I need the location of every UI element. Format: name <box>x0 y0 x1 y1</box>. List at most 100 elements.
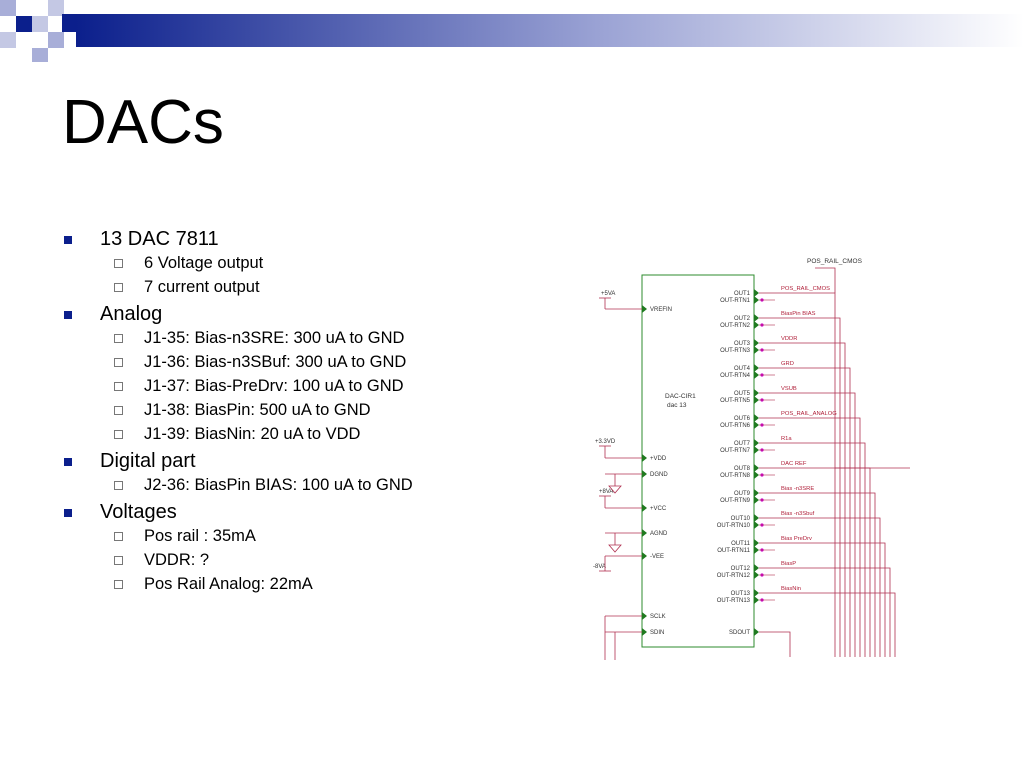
return-pin-label: OUT-RTN6 <box>720 423 751 429</box>
left-pins: VREFIN+VDDDGND+VCCAGND-VEESCLKSDIN+5VA+3… <box>593 291 672 660</box>
bullet-text: 13 DAC 7811 <box>100 228 219 250</box>
sub-bullet-item: Pos rail : 35mA <box>62 524 532 548</box>
pin-arrow-icon <box>754 296 759 304</box>
net-label: GRD <box>781 361 794 367</box>
pin-arrow-icon <box>754 321 759 329</box>
net-label: DAC REF <box>781 461 807 467</box>
dac-schematic: DAC-CIR1 dac 13 POS_RAIL_CMOS VREFIN+VDD… <box>593 258 910 660</box>
output-pins: OUT1OUT-RTN1POS_RAIL_CMOSOUT2OUT-RTN2Bia… <box>717 267 910 657</box>
pin-arrow-icon <box>642 612 647 620</box>
return-pin-label: OUT-RTN3 <box>720 348 751 354</box>
sub-bullet-text: J1-39: BiasNin: 20 uA to VDD <box>144 425 361 443</box>
pin-arrow-icon <box>754 564 759 572</box>
sub-bullet-item: J1-36: Bias-n3SBuf: 300 uA to GND <box>62 350 532 374</box>
pin-arrow-icon <box>642 504 647 512</box>
pin-arrow-icon <box>754 628 759 636</box>
hollow-square-bullet-icon <box>114 481 123 490</box>
deco-square <box>0 0 16 16</box>
return-pin-label: OUT-RTN2 <box>720 323 751 329</box>
signal-wire <box>759 592 896 657</box>
signal-wire <box>759 417 861 657</box>
sub-bullet-item: 6 Voltage output <box>62 251 532 275</box>
pin-arrow-icon <box>754 589 759 597</box>
bullet-item: Analog <box>62 302 532 326</box>
sub-bullet-text: Pos Rail Analog: 22mA <box>144 575 313 593</box>
sub-bullet-text: J2-36: BiasPin BIAS: 100 uA to GND <box>144 476 413 494</box>
output-pin-label: OUT12 <box>731 566 751 572</box>
pin-arrow-icon <box>754 314 759 322</box>
pin-arrow-icon <box>754 389 759 397</box>
sub-bullet-text: J1-35: Bias-n3SRE: 300 uA to GND <box>144 329 405 347</box>
sub-bullet-item: J2-36: BiasPin BIAS: 100 uA to GND <box>62 473 532 497</box>
net-label: POS_RAIL_CMOS <box>781 286 830 292</box>
sdout-pin: SDOUT <box>729 628 791 657</box>
pin-arrow-icon <box>754 489 759 497</box>
output-pin-label: OUT4 <box>734 366 751 372</box>
sub-bullet-item: J1-38: BiasPin: 500 uA to GND <box>62 398 532 422</box>
return-pin-label: OUT-RTN11 <box>717 548 750 554</box>
ground-icon <box>608 474 622 494</box>
pin-arrow-icon <box>754 439 759 447</box>
pin-arrow-icon <box>754 539 759 547</box>
signal-wire <box>759 567 891 657</box>
signal-wire <box>759 317 841 657</box>
hollow-square-bullet-icon <box>114 358 123 367</box>
deco-square <box>48 0 64 16</box>
bullet-item: Digital part <box>62 449 532 473</box>
pin-arrow-icon <box>754 414 759 422</box>
pin-arrow-icon <box>642 529 647 537</box>
hollow-square-bullet-icon <box>114 580 123 589</box>
left-pin: +VDD <box>605 454 667 462</box>
pin-arrow-icon <box>754 471 759 479</box>
sub-bullet-item: J1-39: BiasNin: 20 uA to VDD <box>62 422 532 446</box>
signal-wire <box>759 492 876 657</box>
signal-wire <box>759 467 871 657</box>
pin-arrow-icon <box>754 514 759 522</box>
supply-label: -8VA <box>593 564 606 570</box>
chip-name-label: DAC-CIR1 <box>665 393 696 400</box>
output-pin-label: OUT9 <box>734 491 751 497</box>
pin-arrow-icon <box>754 596 759 604</box>
sub-bullet-item: Pos Rail Analog: 22mA <box>62 572 532 596</box>
sub-bullet-text: J1-37: Bias-PreDrv: 100 uA to GND <box>144 377 404 395</box>
return-pin-label: OUT-RTN12 <box>717 573 751 579</box>
left-pin: -VEE <box>605 552 664 560</box>
sub-bullet-item: 7 current output <box>62 275 532 299</box>
net-label: Bias PreDrv <box>781 536 812 542</box>
pin-arrow-icon <box>754 396 759 404</box>
supply-node: +5VA <box>599 291 615 309</box>
supply-label: +8VA <box>599 489 613 495</box>
header-gradient-band <box>76 14 1024 47</box>
sub-bullet-item: VDDR: ? <box>62 548 532 572</box>
pin-arrow-icon <box>754 521 759 529</box>
pin-arrow-icon <box>754 339 759 347</box>
left-pin: SDIN <box>605 628 664 636</box>
pin-arrow-icon <box>754 371 759 379</box>
return-pin-label: OUT-RTN5 <box>720 398 751 404</box>
hollow-square-bullet-icon <box>114 283 123 292</box>
supply-label: +5VA <box>601 291 615 297</box>
deco-square <box>16 0 32 16</box>
hollow-square-bullet-icon <box>114 556 123 565</box>
output-pin-label: OUT1 <box>734 291 751 297</box>
top-rail-wire <box>815 267 836 293</box>
left-pin-label: +VDD <box>650 456 667 462</box>
output-pin-label: OUT10 <box>731 516 751 522</box>
deco-square <box>32 16 48 32</box>
net-label: BiasNin <box>781 586 801 592</box>
slide-title: DACs <box>62 88 224 157</box>
top-net-label: POS_RAIL_CMOS <box>807 258 863 265</box>
signal-wire <box>759 542 886 657</box>
net-label: VDDR <box>781 336 797 342</box>
left-pin-label: -VEE <box>650 554 664 560</box>
net-label: BiasP <box>781 561 796 567</box>
output-pin-label: OUT7 <box>734 441 751 447</box>
pin-arrow-icon <box>754 546 759 554</box>
pin-arrow-icon <box>754 346 759 354</box>
